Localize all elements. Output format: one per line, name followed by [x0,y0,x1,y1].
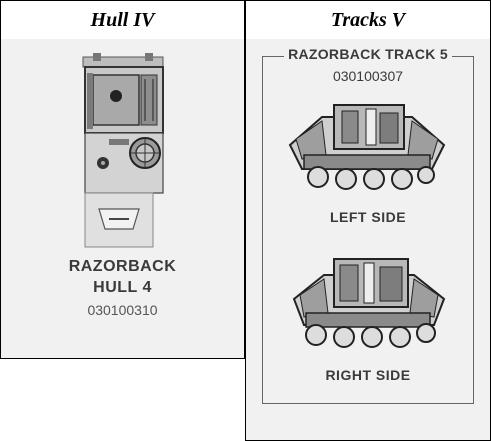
tracks-code: 030100307 [332,68,404,84]
right-track-image [292,258,446,348]
tracks-cell: Tracks V RAZORBACK TRACK 5 030100307 LEF… [245,0,491,441]
left-side-label: LEFT SIDE [329,209,407,225]
hull-name-line2: HULL 4 [93,279,152,296]
hull-cell: Hull IV [0,0,245,359]
left-track-image [288,104,446,190]
hull-code: 030100310 [87,302,158,318]
right-side-label: RIGHT SIDE [325,367,411,383]
tracks-header: Tracks V [246,1,490,40]
tracks-title: RAZORBACK TRACK 5 [284,46,452,62]
hull-body: RAZORBACK HULL 4 030100310 [1,39,244,358]
hull-name-line1: RAZORBACK [68,258,177,275]
hull-part-image [82,53,164,248]
hull-header: Hull IV [1,1,244,40]
